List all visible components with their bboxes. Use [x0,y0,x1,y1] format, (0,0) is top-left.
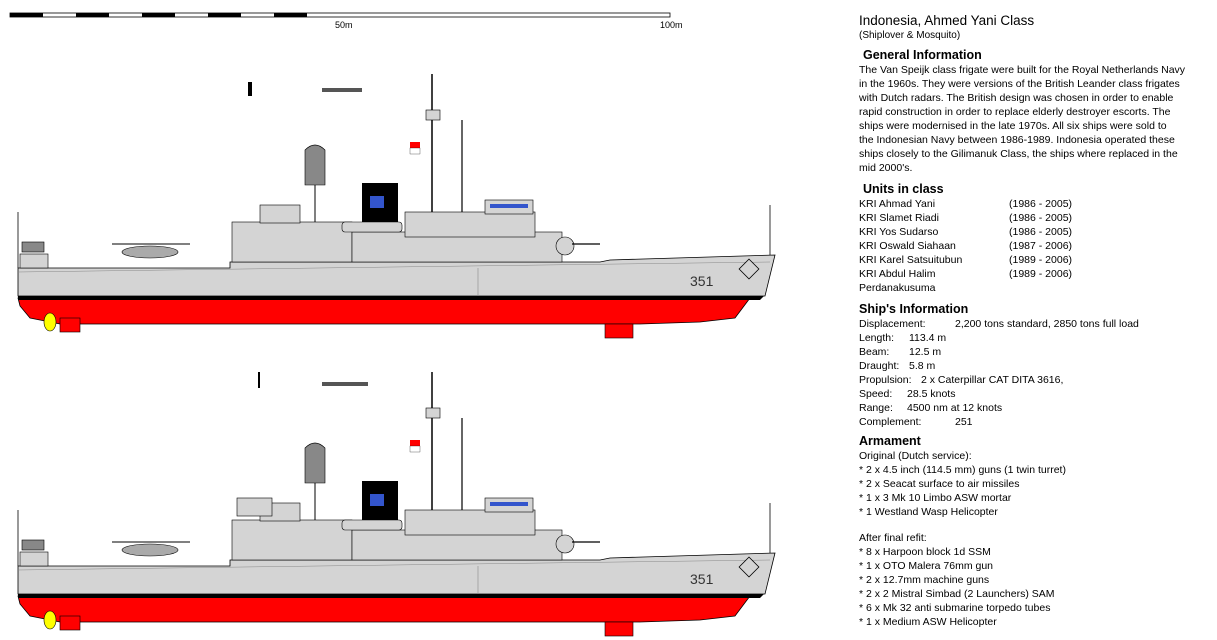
armament-item: * 2 x Seacat surface to air missiles [859,478,1020,490]
unit-years: (1989 - 2006) [1009,268,1073,280]
unit-years: (1986 - 2005) [1009,212,1073,224]
spec-row: Speed: 28.5 knots [859,387,1209,401]
spec-value: 5.8 m [909,360,936,372]
ship-profile-refit: 351 [17,371,776,637]
unit-row: KRI Karel Satsuitubun (1989 - 2006) [859,253,1209,267]
spec-label: Draught: [859,360,900,372]
general-heading: General Information [863,48,982,62]
spec-value: 4500 nm at 12 knots [907,402,1003,414]
unit-name: KRI Karel Satsuitubun [859,254,963,266]
unit-row: KRI Oswald Siahaan (1987 - 2006) [859,239,1209,253]
unit-years: (1987 - 2006) [1009,240,1073,252]
unit-years: (1986 - 2005) [1009,226,1073,238]
spec-row: Beam: 12.5 m [859,345,1209,359]
unit-row: KRI Abdul Halim Perdanakusuma (1989 - 200… [859,267,1209,295]
spec-value: 12.5 m [909,346,942,358]
spec-label: Displacement: [859,318,926,330]
unit-years: (1986 - 2005) [1009,198,1073,210]
spec-row: Range: 4500 nm at 12 knots [859,401,1209,415]
credit: (Shiplover & Mosquito) [859,30,961,41]
unit-name: KRI Abdul Halim Perdanakusuma [859,268,936,294]
spec-value: 2 x Caterpillar CAT DITA 3616, [921,374,1064,386]
armament-heading: Armament [859,434,921,448]
spec-row: Propulsion: 2 x Caterpillar CAT DITA 3616… [859,373,1209,387]
armament-item: * 1 x 3 Mk 10 Limbo ASW mortar [859,492,1012,504]
armament-item: * 2 x 12.7mm machine guns [859,574,990,586]
general-line: ships were modernised in the late 1970s.… [859,120,1167,132]
spec-label: Range: [859,402,893,414]
armament-item: * 1 x OTO Malera 76mm gun [859,560,994,572]
general-line: rapid construction in order to replace e… [859,106,1171,118]
general-line: the Indonesian Navy between 1986-1989. I… [859,134,1175,146]
spec-value: 2,200 tons standard, 2850 tons full load [955,318,1139,330]
unit-row: KRI Yos Sudarso (1986 - 2005) [859,225,1209,239]
spec-row: Length: 113.4 m [859,331,1209,345]
armament-item: * 2 x 4.5 inch (114.5 mm) guns (1 twin t… [859,464,1066,476]
armament-list: Original (Dutch service): * 2 x 4.5 inch… [859,449,1209,629]
ship-info-list: Displacement: 2,200 tons standard, 2850 t… [859,317,1209,429]
spec-row: Displacement: 2,200 tons standard, 2850 t… [859,317,1209,331]
scale-mid-label: 50m [335,20,353,30]
general-line: in the 1960s. They were versions of the … [859,78,1180,90]
units-list: KRI Ahmad Yani (1986 - 2005) KRI Slamet R… [859,197,1209,295]
armament-original-title: Original (Dutch service): [859,450,972,462]
unit-name: KRI Oswald Siahaan [859,240,956,252]
page-title: Indonesia, Ahmed Yani Class [859,13,1035,28]
info-panel: Indonesia, Ahmed Yani Class (Shiplover &… [859,12,1209,629]
general-line: mid 2000's. [859,162,913,174]
unit-years: (1989 - 2006) [1009,254,1073,266]
armament-item: * 1 Westland Wasp Helicopter [859,506,998,518]
ship-profile-original: 351 [17,73,776,339]
general-line: The Van Speijk class frigate were built … [859,64,1186,76]
spec-label: Complement: [859,416,922,428]
spec-row: Complement: 251 [859,415,1209,429]
armament-refit-title: After final refit: [859,532,927,544]
armament-item: * 8 x Harpoon block 1d SSM [859,546,991,558]
scale-bar: 50m 100m [9,12,683,30]
ship-info-heading: Ship's Information [859,302,969,316]
spec-label: Speed: [859,388,893,400]
general-text: The Van Speijk class frigate were built … [859,63,1209,175]
unit-row: KRI Ahmad Yani (1986 - 2005) [859,197,1209,211]
spec-value: 28.5 knots [907,388,956,400]
scale-end-label: 100m [660,20,683,30]
general-line: with Dutch radars. The British design wa… [859,92,1174,104]
spec-value: 251 [955,416,973,428]
armament-item: * 2 x 2 Mistral Simbad (2 Launchers) SAM [859,588,1055,600]
spec-row: Draught: 5.8 m [859,359,1209,373]
units-heading: Units in class [863,182,944,196]
unit-name: KRI Yos Sudarso [859,226,939,238]
spec-value: 113.4 m [909,332,947,344]
spec-label: Propulsion: [859,374,912,386]
armament-item: * 6 x Mk 32 anti submarine torpedo tubes [859,602,1051,614]
general-line: ships closely to the Gilimanuk Class, th… [859,148,1178,160]
spec-label: Beam: [859,346,890,358]
pennant-number: 351 [690,571,714,587]
pennant-number: 351 [690,273,714,289]
ship-drawings: 50m 100m 351 351 [9,12,776,637]
spec-label: Length: [859,332,895,344]
unit-name: KRI Ahmad Yani [859,198,936,210]
unit-name: KRI Slamet Riadi [859,212,939,224]
armament-item: * 1 x Medium ASW Helicopter [859,616,997,628]
unit-row: KRI Slamet Riadi (1986 - 2005) [859,211,1209,225]
